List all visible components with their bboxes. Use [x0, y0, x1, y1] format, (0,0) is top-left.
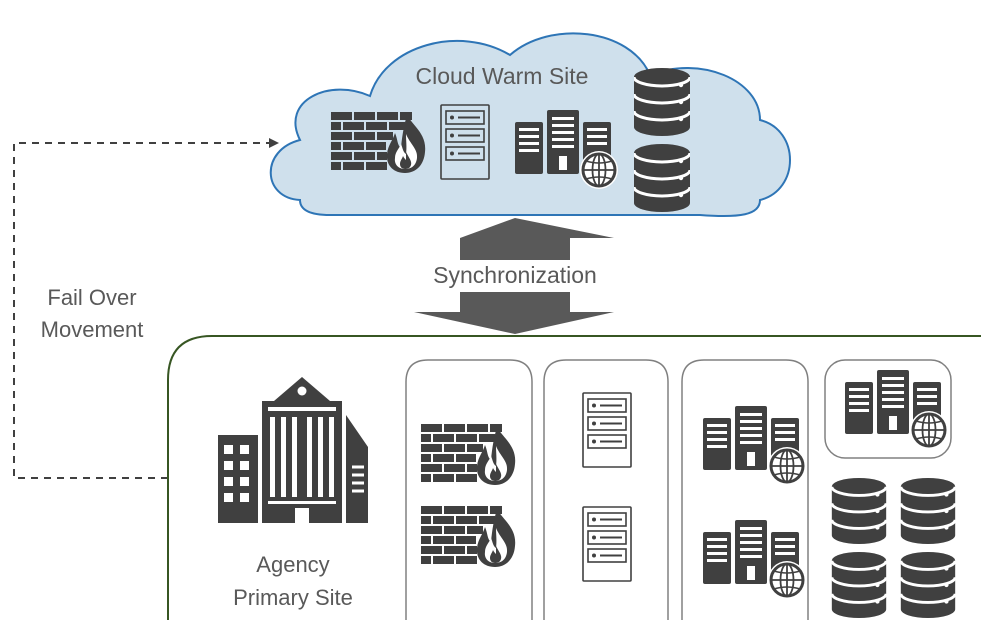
synchronization-arrow: Synchronization — [414, 218, 614, 334]
web-server-icon — [845, 370, 949, 450]
database-icon — [634, 144, 690, 212]
arrow-down-icon — [414, 312, 614, 334]
database-icon — [634, 68, 690, 136]
arrow-up-icon — [460, 218, 614, 238]
web-server-icon — [703, 406, 807, 486]
failover-label-line2: Movement — [41, 317, 144, 342]
database-icon — [831, 478, 887, 544]
agency-primary-site: Agency Primary Site — [167, 335, 981, 620]
database-icon — [900, 478, 956, 544]
database-icon — [831, 552, 887, 618]
primary-site-label-line1: Agency — [256, 552, 329, 577]
web-server-panel — [681, 359, 809, 620]
server-rack-icon — [582, 506, 632, 582]
sync-label: Synchronization — [433, 262, 597, 288]
web-server-box — [824, 359, 952, 459]
database-icon — [900, 552, 956, 618]
building-icon — [218, 375, 370, 525]
primary-site-label-line2: Primary Site — [233, 585, 353, 610]
firewall-panel — [405, 359, 533, 620]
failover-label-line1: Fail Over — [47, 285, 136, 310]
cloud-warm-site: Cloud Warm Site — [269, 32, 791, 218]
failover-arrow: Fail Over Movement — [13, 138, 279, 479]
server-rack-icon — [582, 392, 632, 468]
web-server-icon — [703, 520, 807, 600]
primary-site-border — [167, 335, 981, 620]
database-group — [831, 478, 956, 618]
cloud-title: Cloud Warm Site — [416, 63, 589, 89]
firewall-icon — [421, 424, 516, 485]
firewall-icon — [421, 506, 516, 567]
server-rack-panel — [543, 359, 669, 620]
